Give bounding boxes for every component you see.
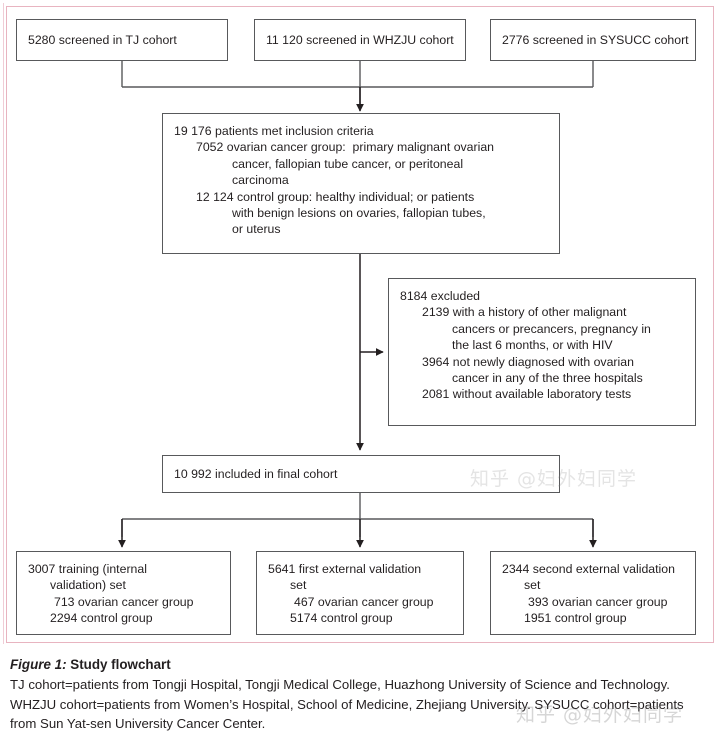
node-sysucc-cohort: 2776 screened in SYSUCC cohort [490,19,696,61]
figure-caption: Figure 1: Study flowchart TJ cohort=pati… [10,655,712,734]
excluded-line-5: 3964 not newly diagnosed with ovarian [422,354,634,369]
figure-caption-line-2: WHZJU cohort=patients from Women’s Hospi… [10,696,684,712]
figure-caption-line-1: TJ cohort=patients from Tongji Hospital,… [10,677,670,693]
excluded-line-6: cancer in any of the three hospitals [452,371,643,386]
inclusion-line-7: or uterus [232,222,281,237]
inclusion-line-4: carcinoma [232,173,289,188]
node-tj-cohort: 5280 screened in TJ cohort [16,19,228,61]
node-sysucc-cohort-text: 2776 screened in SYSUCC cohort [502,32,689,47]
figure-caption-title: Figure 1: Study flowchart [10,655,712,674]
node-whzju-cohort: 11 120 screened in WHZJU cohort [254,19,466,61]
excluded-line-7: 2081 without available laboratory tests [422,387,632,402]
node-excluded: 8184 excluded 2139 with a history of oth… [388,278,696,426]
inclusion-line-3: cancer, fallopian tube cancer, or perito… [232,156,464,171]
excluded-line-3: cancers or precancers, pregnancy in [452,321,651,336]
training-line-3: 713 ovarian cancer group [54,594,194,609]
inclusion-line-1: 19 176 patients met inclusion criteria [174,124,374,138]
node-first-external-validation-set: 5641 first external validation set 467 o… [256,551,464,635]
first-external-line-2: set [290,578,307,593]
training-line-2: validation) set [50,578,126,593]
excluded-line-2: 2139 with a history of other malignant [422,305,627,320]
node-whzju-cohort-text: 11 120 screened in WHZJU cohort [266,32,454,47]
first-external-line-4: 5174 control group [290,611,393,626]
second-external-line-2: set [524,578,541,593]
excluded-line-1: 8184 excluded [400,289,480,303]
second-external-line-3: 393 ovarian cancer group [528,594,668,609]
second-external-line-1: 2344 second external validation [502,562,675,576]
figure-caption-line-3: from Sun Yat-sen University Cancer Cente… [10,716,266,732]
training-line-4: 2294 control group [50,611,153,626]
first-external-line-3: 467 ovarian cancer group [294,594,434,609]
node-inclusion-criteria: 19 176 patients met inclusion criteria 7… [162,113,560,254]
second-external-line-4: 1951 control group [524,611,627,626]
node-final-cohort: 10 992 included in final cohort [162,455,560,493]
training-line-1: 3007 training (internal [28,562,147,576]
first-external-line-1: 5641 first external validation [268,562,422,576]
excluded-line-4: the last 6 months, or with HIV [452,338,613,353]
inclusion-line-5: 12 124 control group: healthy individual… [196,189,475,204]
node-tj-cohort-text: 5280 screened in TJ cohort [28,32,177,47]
inclusion-line-6: with benign lesions on ovaries, fallopia… [232,206,486,221]
figure-caption-title-text: Study flowchart [66,657,171,672]
node-second-external-validation-set: 2344 second external validation set 393 … [490,551,696,635]
figure-caption-label: Figure 1: [10,657,67,672]
inclusion-line-2: 7052 ovarian cancer group: primary malig… [196,140,495,155]
node-final-cohort-text: 10 992 included in final cohort [174,466,338,481]
node-training-set: 3007 training (internal validation) set … [16,551,231,635]
